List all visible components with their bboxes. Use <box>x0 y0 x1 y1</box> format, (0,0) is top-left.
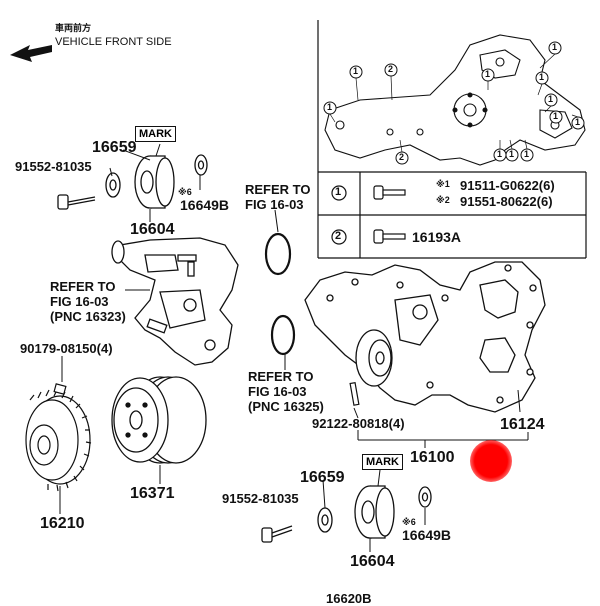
spacer-right-top <box>194 154 208 176</box>
part-16659-top: 16659 <box>92 139 137 156</box>
stud-bolt <box>349 381 360 406</box>
table-row-2-symbol <box>331 229 347 245</box>
part-16124: 16124 <box>500 416 545 433</box>
leader-lines <box>59 143 529 552</box>
inset-detail-box <box>317 20 587 259</box>
refer-a-line2: FIG 16-03 <box>245 197 304 212</box>
part-16210: 16210 <box>40 515 85 532</box>
inset-callout: 1 <box>353 66 359 76</box>
washer-left-bottom <box>317 507 333 533</box>
bolt-icon <box>373 185 406 244</box>
inset-callout: 1 <box>539 72 545 82</box>
inset-callout: 1 <box>327 102 333 112</box>
note-6-bottom: ※6 <box>402 517 416 527</box>
part-16659-bottom: 16659 <box>300 469 345 486</box>
inset-callout: 1 <box>509 149 515 159</box>
refer-c-line3: (PNC 16325) <box>248 399 324 414</box>
thermostat-housing <box>111 237 239 366</box>
part-92122: 92122-80818(4) <box>312 416 405 431</box>
table-row-1-symbol <box>331 185 347 201</box>
refer-b-line3: (PNC 16323) <box>50 309 126 324</box>
red-marker-dot <box>470 440 512 482</box>
part-91552-bottom: 91552-81035 <box>222 491 299 506</box>
part-90179: 90179-08150(4) <box>20 341 113 356</box>
table-row-1-mark-1: ※1 <box>436 179 450 189</box>
o-ring-lower <box>270 314 296 356</box>
bolt-top <box>57 194 96 210</box>
inset-callout-leaders <box>329 53 579 153</box>
part-16100: 16100 <box>410 449 455 466</box>
inset-callout: 2 <box>399 152 405 162</box>
refer-b-line2: FIG 16-03 <box>50 294 109 309</box>
part-16604-bottom: 16604 <box>350 553 395 570</box>
washer-left-top <box>105 172 121 198</box>
water-pump-assembly <box>304 261 546 413</box>
refer-a-line1: REFER TO <box>245 182 311 197</box>
part-91552-top: 91552-81035 <box>15 159 92 174</box>
note-6-top: ※6 <box>178 187 192 197</box>
inset-callout: 1 <box>553 111 559 121</box>
table-row-1-num: 1 <box>335 186 342 198</box>
table-row-2-part: 16193A <box>412 229 462 245</box>
inset-callout-circles <box>323 41 585 165</box>
refer-b-line1: REFER TO <box>50 279 116 294</box>
table-row-2-num: 2 <box>335 230 342 242</box>
idler-pulley-top <box>134 155 175 209</box>
part-16371: 16371 <box>130 485 175 502</box>
idler-pulley-bottom <box>354 485 395 539</box>
part-16604-top: 16604 <box>130 221 175 238</box>
spacer-right-bottom <box>418 486 432 508</box>
direction-kanji: 車両前方 <box>55 23 92 33</box>
mark-label-top: MARK <box>135 126 176 142</box>
inset-callout: 1 <box>497 149 503 159</box>
fan-clutch <box>25 383 92 492</box>
refer-c-line2: FIG 16-03 <box>248 384 307 399</box>
fan-pulley <box>111 376 207 464</box>
bolt-bottom <box>261 525 293 543</box>
mark-label-bottom: MARK <box>362 454 403 470</box>
inset-callout: 1 <box>548 94 554 104</box>
part-cut-bottom: 16620B <box>326 591 372 606</box>
inset-callout: 1 <box>552 42 558 52</box>
part-16649b-top: 16649B <box>180 197 230 213</box>
inset-callout: 1 <box>485 69 491 79</box>
table-row-1-part-1: 91511-G0622(6) <box>460 178 555 193</box>
table-row-1-mark-2: ※2 <box>436 195 450 205</box>
front-direction-arrow-icon <box>10 45 52 62</box>
inset-callout: 1 <box>524 149 530 159</box>
inset-callout: 2 <box>388 64 394 74</box>
refer-c-line1: REFER TO <box>248 369 314 384</box>
inset-callout: 1 <box>575 117 581 127</box>
part-16649b-bottom: 16649B <box>402 527 452 543</box>
inset-pump-outline <box>324 34 586 166</box>
o-ring-upper <box>264 232 292 276</box>
direction-label: VEHICLE FRONT SIDE <box>55 36 172 48</box>
table-row-1-part-2: 91551-80622(6) <box>460 194 553 209</box>
